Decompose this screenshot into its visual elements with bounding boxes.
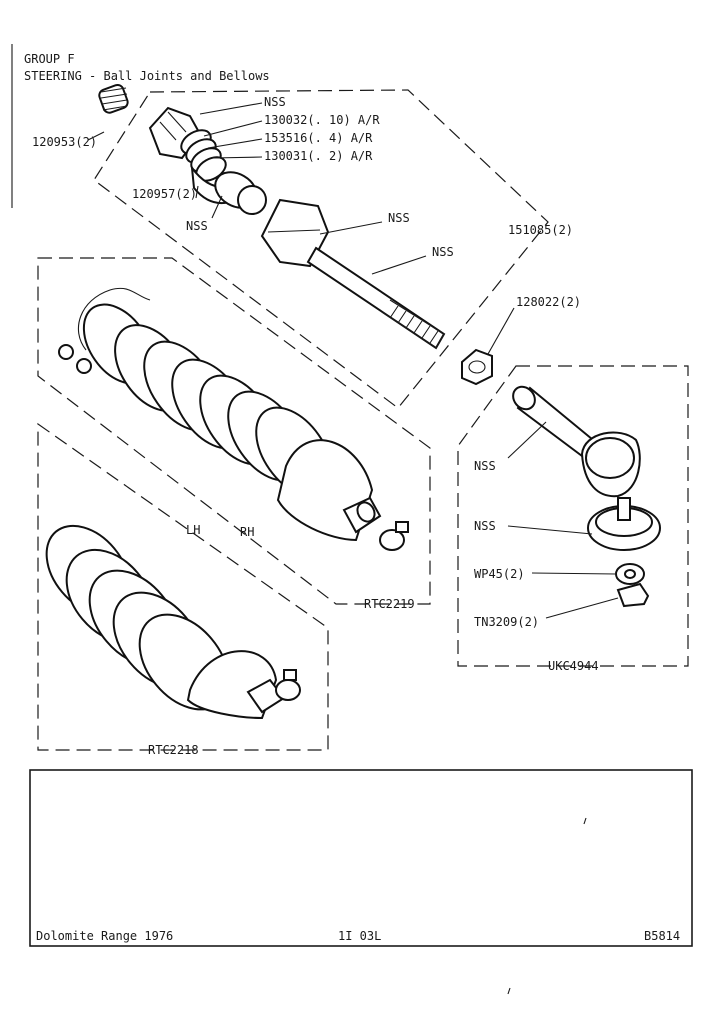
label-151085: 151085(2) [508, 223, 573, 237]
label-128022: 128022(2) [516, 295, 581, 309]
washer-wp45 [615, 563, 645, 585]
scan-mark [507, 987, 511, 995]
diagram-title: STEERING - Ball Joints and Bellows [24, 69, 270, 83]
footer-ref: B5814 [644, 929, 680, 943]
label-rtc2219: RTC2219 [364, 597, 415, 611]
footer-range: Dolomite Range 1976 [36, 929, 173, 943]
label-tn3209: TN3209(2) [474, 615, 539, 629]
shims-stack [180, 129, 227, 182]
nut-tn3209 [616, 582, 650, 608]
tie-rod-end [512, 385, 641, 498]
label-120953: 120953(2) [32, 135, 97, 149]
label-nss-tre-seat: NSS [474, 519, 496, 533]
label-ukc4944: UKC4944 [548, 659, 599, 673]
bellows-lh [45, 524, 286, 720]
label-nss-cup: NSS [186, 219, 208, 233]
locknut-128022 [461, 348, 493, 386]
label-nss-hex: NSS [388, 211, 410, 225]
dust-cover-nss [587, 497, 661, 551]
lh-bellows-group-outline [37, 422, 329, 751]
ball-pin-nss [237, 185, 446, 350]
label-nss-housing: NSS [264, 95, 286, 109]
label-nss-tre-arm: NSS [474, 459, 496, 473]
scan-mark [583, 817, 587, 825]
label-120957: 120957(2) [132, 187, 197, 201]
label-lh: LH [186, 523, 200, 537]
label-nss-rod: NSS [432, 245, 454, 259]
label-130031: 130031(. 2) A/R [264, 149, 373, 163]
spring-120953 [98, 83, 129, 114]
rh-bellows-group-outline [37, 257, 431, 605]
label-rtc2218: RTC2218 [148, 743, 199, 757]
inner-ball-joint-group-outline [93, 89, 549, 409]
footer-box [29, 769, 693, 947]
label-rh: RH [240, 525, 254, 539]
group-heading: GROUP F [24, 52, 75, 66]
label-130032: 130032(. 10) A/R [264, 113, 380, 127]
footer-page-code: 1I 03L [338, 929, 381, 943]
clip-rh [379, 521, 409, 551]
bellows-rh [58, 287, 382, 542]
clip-lh [275, 669, 301, 701]
label-wp45: WP45(2) [474, 567, 525, 581]
label-153516: 153516(. 4) A/R [264, 131, 373, 145]
